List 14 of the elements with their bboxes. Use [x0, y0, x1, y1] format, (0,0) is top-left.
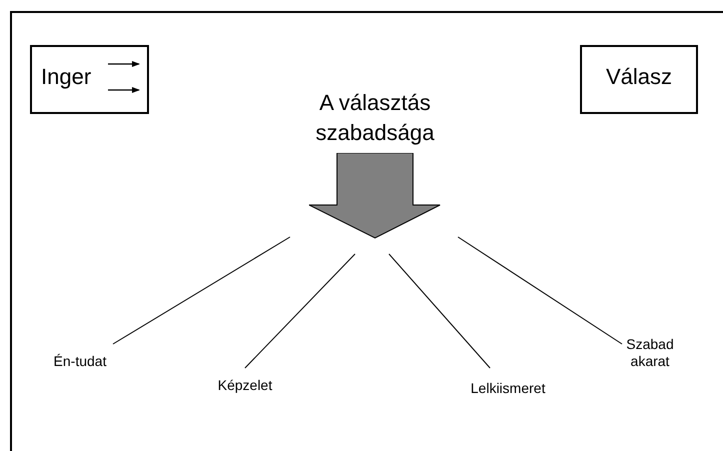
connector-line	[112, 236, 290, 344]
response-box	[580, 45, 698, 114]
stimulus-box	[30, 45, 149, 114]
connector-line	[388, 254, 490, 368]
heading-text: A választás szabadsága	[314, 89, 436, 147]
connector-line	[458, 236, 622, 344]
concept-label: Képzelet	[205, 377, 285, 397]
connector-line	[244, 254, 356, 368]
down-arrow-shape	[309, 153, 441, 239]
box-label: Inger	[41, 64, 92, 90]
concept-label: Én-tudat	[40, 353, 120, 373]
concept-label: Szabad akarat	[618, 336, 682, 374]
box-label: Válasz	[604, 64, 674, 90]
concept-label: Lelkiismeret	[455, 380, 561, 400]
